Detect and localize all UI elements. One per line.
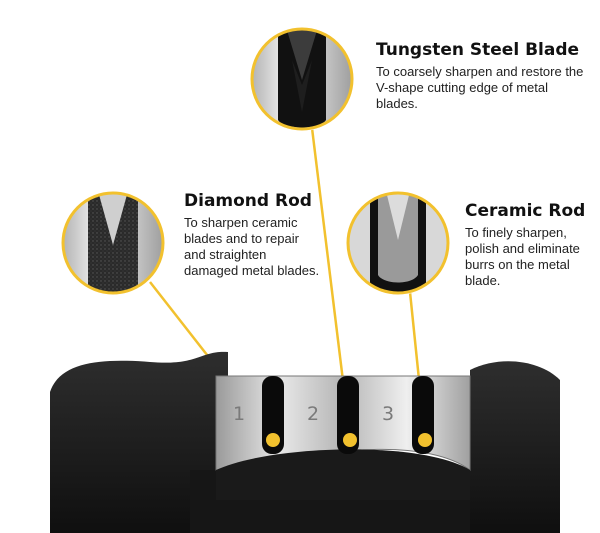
sharpener-right-guard: [470, 361, 560, 533]
marker-dot-2: [343, 433, 357, 447]
diamond-rod-zoom-icon: [61, 191, 165, 295]
callout-tungsten-steel-blade: Tungsten Steel Blade To coarsely sharpen…: [376, 40, 591, 112]
callout-title-tungsten: Tungsten Steel Blade: [376, 40, 580, 60]
tungsten-blade-zoom-icon: [250, 27, 354, 131]
slot-number-2: 2: [307, 403, 319, 425]
marker-dot-3: [418, 433, 432, 447]
sharpener-lower-rim: [216, 449, 470, 500]
callout-title-diamond: Diamond Rod: [184, 191, 312, 211]
callout-desc-diamond: To sharpen ceramic blades and to repair …: [184, 215, 320, 278]
slot-1: [262, 376, 284, 454]
callout-diamond-rod: Diamond Rod To sharpen ceramic blades an…: [184, 191, 324, 279]
ceramic-rod-zoom-icon: [346, 191, 450, 295]
slot-number-1: 1: [233, 403, 245, 425]
callout-ceramic-rod: Ceramic Rod To finely sharpen, polish an…: [465, 201, 595, 289]
sharpener-handle: [50, 351, 228, 533]
marker-dot-1: [266, 433, 280, 447]
knife-sharpener-image: 1 2 3: [50, 351, 560, 533]
callout-desc-ceramic: To finely sharpen, polish and eliminate …: [465, 225, 580, 288]
callout-desc-tungsten: To coarsely sharpen and restore the V-sh…: [376, 64, 584, 111]
slot-number-3: 3: [382, 403, 394, 425]
callout-title-ceramic: Ceramic Rod: [465, 201, 586, 221]
